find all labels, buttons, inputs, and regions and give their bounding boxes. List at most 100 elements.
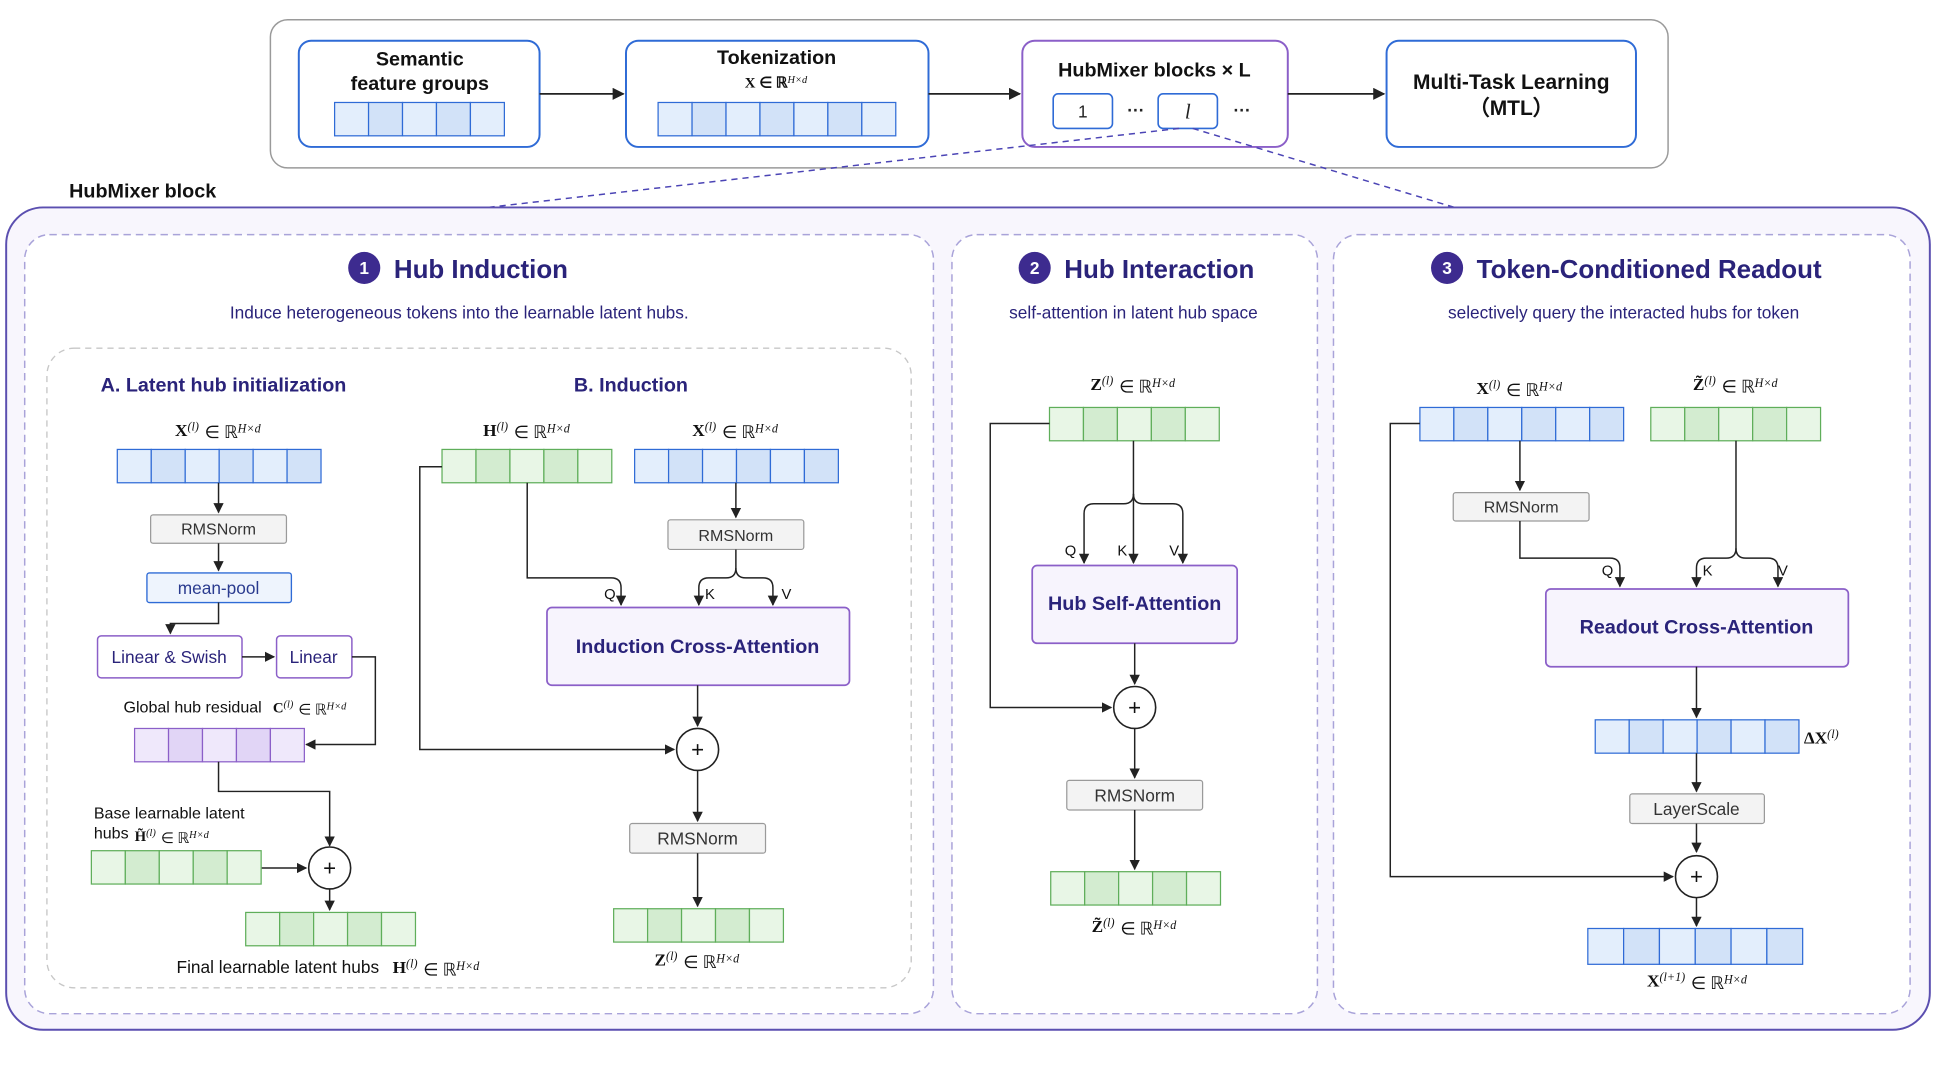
token-cell — [680, 908, 717, 943]
semantic-tokens — [333, 101, 505, 137]
hub-interaction-title: Hub Interaction — [1064, 256, 1254, 284]
token-cell — [279, 911, 315, 947]
a-add-symbol: + — [323, 855, 336, 880]
block-1-box — [1052, 93, 1114, 130]
b-q-label: Q — [604, 587, 616, 603]
hfinal-math: H(l) ∈ ℝH×d — [393, 956, 481, 981]
readout-subtitle: selectively query the interacted hubs fo… — [1448, 303, 1799, 323]
token-cell — [1185, 871, 1222, 906]
p3-rmsnorm-box — [1452, 492, 1590, 522]
xnext-math: X(l+1) ∈ ℝH×d — [1647, 970, 1748, 995]
c-math: C(l) ∈ ℝH×d — [273, 700, 348, 721]
token-cell — [748, 908, 785, 943]
expand-line-left — [487, 127, 1180, 209]
p2-add-symbol: + — [1128, 695, 1141, 720]
delta-math: ΔX(l) — [1804, 727, 1840, 750]
token-cell — [1118, 871, 1154, 906]
token-cell — [1696, 719, 1732, 754]
token-cell — [380, 911, 417, 947]
p3-k-label: K — [1703, 563, 1713, 579]
p2-rmsnorm-label: RMSNorm — [1094, 785, 1175, 805]
token-cell — [1521, 406, 1557, 442]
token-cell — [245, 911, 281, 947]
badge-3 — [1431, 251, 1464, 284]
token-cell — [759, 101, 795, 137]
a-add-node — [307, 846, 352, 890]
final-hubs-tokens — [245, 911, 417, 947]
b-z-math: Z(l) ∈ ℝH×d — [655, 949, 741, 974]
p2-add-node — [1112, 685, 1157, 730]
p3-ztilde-math: Z̃(l) ∈ ℝH×d — [1693, 374, 1779, 399]
token-cell — [1589, 406, 1625, 442]
token-cell — [1764, 719, 1800, 754]
b-k-label: K — [705, 587, 715, 603]
a-rmsnorm-label: RMSNorm — [181, 521, 256, 539]
p3-rmsnorm-label: RMSNorm — [1484, 498, 1559, 516]
p2-k-label: K — [1117, 544, 1127, 560]
token-cell — [769, 448, 806, 484]
hubmixer-blocks-label: HubMixer blocks × L — [1058, 60, 1251, 82]
badge-1 — [348, 251, 381, 284]
b-x-math: X(l) ∈ ℝH×d — [692, 419, 779, 444]
b-add-node — [675, 727, 720, 772]
readout-title: Token-Conditioned Readout — [1477, 256, 1822, 284]
a-x-math: X(l) ∈ ℝH×d — [175, 419, 262, 444]
token-cell — [286, 448, 322, 484]
token-cell — [725, 101, 761, 137]
token-cell — [1766, 927, 1804, 965]
xnext-tokens — [1587, 927, 1804, 965]
token-cell — [346, 911, 383, 947]
p3-ztilde-tokens — [1650, 406, 1822, 442]
token-cell — [1419, 406, 1455, 442]
token-cell — [1150, 406, 1186, 442]
token-cell — [613, 908, 649, 943]
token-cell — [1487, 406, 1523, 442]
token-cell — [1082, 406, 1119, 442]
token-cell — [1694, 927, 1732, 965]
token-cell — [150, 448, 186, 484]
b-v-label: V — [782, 587, 792, 603]
b-add-symbol: + — [691, 737, 704, 762]
b-rmsnorm-box — [667, 519, 805, 551]
token-cell — [1084, 871, 1120, 906]
p2-z-math: Z(l) ∈ ℝH×d — [1090, 374, 1176, 399]
hub-interaction-subtitle: self-attention in latent hub space — [1009, 303, 1258, 323]
tokenization-label: Tokenization — [717, 47, 836, 69]
badge-3-number: 3 — [1442, 258, 1452, 278]
token-cell — [367, 101, 404, 137]
token-cell — [201, 727, 238, 763]
badge-2-number: 2 — [1030, 258, 1040, 278]
p2-z-tokens — [1048, 406, 1220, 442]
layerscale-box — [1629, 793, 1766, 825]
token-cell — [577, 448, 613, 484]
layerscale-label: LayerScale — [1653, 799, 1739, 819]
token-cell — [1050, 871, 1086, 906]
htilde-math: H̃(l) ∈ ℝH×d — [135, 828, 210, 849]
p2-v-label: V — [1169, 544, 1179, 560]
token-cell — [1116, 406, 1152, 442]
token-cell — [475, 448, 511, 484]
token-cell — [441, 448, 477, 484]
token-cell — [1594, 719, 1630, 754]
hubmixer-block-title: HubMixer block — [69, 181, 216, 203]
token-cell — [1453, 406, 1489, 442]
token-cell — [793, 101, 829, 137]
linear-swish-label: Linear & Swish — [112, 647, 227, 667]
hub-self-attention-label: Hub Self-Attention — [1048, 593, 1221, 615]
token-cell — [1587, 927, 1625, 965]
p3-x-math: X(l) ∈ ℝH×d — [1476, 377, 1563, 402]
block-l-box — [1157, 93, 1219, 130]
c-tokens — [133, 727, 305, 763]
token-cell — [691, 101, 727, 137]
token-cell — [469, 101, 505, 137]
token-cell — [401, 101, 438, 137]
token-cell — [1658, 927, 1696, 965]
b-x-tokens — [634, 448, 839, 484]
b-z-tokens — [613, 908, 785, 943]
token-cell — [1184, 406, 1220, 442]
token-cell — [226, 850, 262, 885]
token-cell — [1718, 406, 1754, 442]
block-1-label: 1 — [1078, 101, 1088, 121]
token-cell — [218, 448, 254, 484]
